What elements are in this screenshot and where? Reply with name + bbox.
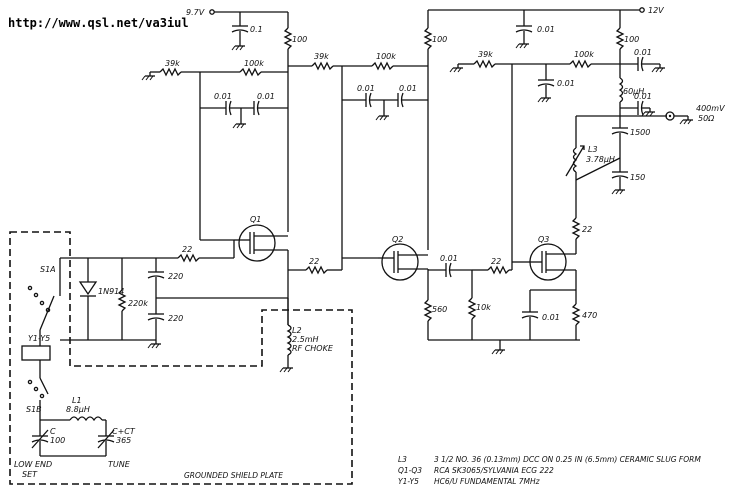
q3-drain-supply: 100 0.01 60µH 0.01	[615, 10, 666, 117]
inductor-l2: L2 2.5mH RF CHOKE	[279, 298, 334, 373]
label-c150: 150	[630, 173, 645, 182]
q2-to-q3-coupling: 0.01 10k 22	[428, 254, 512, 340]
decoupling-caps-q2: 0.01 0.01	[342, 84, 428, 121]
note-ref-3: Y1-Y5	[398, 477, 419, 486]
component-notes: L3 3 1/2 NO. 36 (0.13mm) DCC ON 0.25 IN …	[398, 455, 701, 486]
label-c001-a2: 0.01	[257, 92, 275, 101]
label-q1: Q1	[250, 215, 261, 224]
label-diode: 1N914	[98, 287, 124, 296]
note-text-1: 3 1/2 NO. 36 (0.13mm) DCC ON 0.25 IN (6.…	[434, 455, 701, 464]
label-q3: Q3	[538, 235, 549, 244]
note-text-3: HC6/U FUNDAMENTAL 7MHz	[434, 477, 541, 486]
resistor-top-100: 100	[283, 12, 307, 72]
label-r100k-a: 100k	[244, 59, 264, 68]
tuning-network: L1 8.8µH C 100 C+CT 365 LOW END SET TUNE	[14, 396, 136, 479]
label-r22-a: 22	[182, 245, 192, 254]
label-9v7: 9.7V	[186, 8, 205, 17]
label-12v: 12V	[648, 6, 664, 15]
label-c220-a: 220	[168, 272, 183, 281]
label-r100k-c: 100k	[574, 50, 594, 59]
label-r560: 560	[432, 305, 447, 314]
label-c-val: 100	[50, 436, 65, 445]
note-ref-1: L3	[398, 455, 407, 464]
label-cct-val: 365	[116, 436, 131, 445]
supply-9v7: 9.7V	[186, 8, 288, 17]
label-l2-name: L2	[292, 326, 302, 335]
label-low-end: LOW END	[14, 460, 52, 469]
decoupling-caps-q1: 0.01 0.01	[200, 92, 288, 129]
label-l3-name: L3	[588, 145, 598, 154]
label-r22-q3: 22	[582, 225, 592, 234]
label-c001-c1: 0.01	[557, 79, 575, 88]
transistor-q1: Q1	[234, 215, 288, 262]
label-r100-right: 100	[624, 35, 639, 44]
cap-top-0.1: 0.1	[231, 12, 263, 51]
label-l1-val: 8.8µH	[66, 405, 90, 414]
label-l3-val: 3.78µH	[586, 155, 615, 164]
label-c1500: 1500	[630, 128, 650, 137]
label-r-top: 100	[292, 35, 307, 44]
label-c220-b: 220	[168, 314, 183, 323]
label-cct-name: C+CT	[112, 427, 136, 436]
label-l2-desc: RF CHOKE	[292, 344, 334, 353]
label-s1a: S1A	[40, 265, 56, 274]
label-c001-c2: 0.01	[634, 48, 652, 57]
transistor-q2: Q2	[378, 235, 428, 281]
label-r39-c: 39k	[478, 50, 493, 59]
label-l2-val: 2.5mH	[292, 335, 319, 344]
label-c001-b1: 0.01	[357, 84, 375, 93]
label-r39-b: 39k	[314, 52, 329, 61]
label-s1b: S1B	[26, 405, 42, 414]
stage-q3-bias: 39k 100k 0.01	[449, 50, 620, 270]
q2-source-network: 560	[423, 269, 580, 341]
stage-q2-bias: 39k 100k	[288, 52, 428, 259]
label-r100-mid: 100	[432, 35, 447, 44]
label-l1-name: L1	[72, 396, 82, 405]
label-c001-a1: 0.01	[214, 92, 232, 101]
label-r10k: 10k	[476, 303, 491, 312]
q1-gate-network: 22 1N914 220k 220 220	[60, 240, 288, 349]
note-text-2: RCA SK3065/SYLVANIA ECG 222	[434, 466, 554, 475]
label-c001-d: 0.01	[440, 254, 458, 263]
transistor-q3: Q3	[526, 235, 576, 281]
label-c001-b2: 0.01	[399, 84, 417, 93]
label-set: SET	[22, 470, 38, 479]
label-r22-c: 22	[491, 257, 501, 266]
output-tank: 400mV 50Ω 1500 150 L3 3.78µH 22	[565, 104, 725, 254]
label-c001-c3: 0.01	[634, 92, 652, 101]
label-c-top: 0.1	[250, 25, 263, 34]
label-c001-mid: 0.01	[537, 25, 555, 34]
label-out-z: 50Ω	[698, 114, 715, 123]
label-shield: GROUNDED SHIELD PLATE	[184, 471, 283, 480]
shield-boundary	[9, 231, 353, 485]
label-q2: Q2	[392, 235, 403, 244]
label-r100k-b: 100k	[376, 52, 396, 61]
site-url: http://www.qsl.net/va3iul	[8, 16, 189, 30]
label-out-v: 400mV	[696, 104, 725, 113]
label-r220k: 220k	[128, 299, 148, 308]
q1-to-q2-coupling: 22	[288, 257, 343, 275]
label-tune: TUNE	[108, 460, 131, 469]
q3-source-network: 0.01 470	[491, 270, 597, 355]
supply-12v: 12V 100 0.01	[423, 6, 664, 250]
label-c-name: C	[50, 427, 56, 436]
label-l60: 60µH	[623, 87, 644, 96]
label-c001-e: 0.01	[542, 313, 560, 322]
label-r39-a: 39k	[165, 59, 180, 68]
label-r22-b: 22	[309, 257, 319, 266]
bias-divider-q1: 39k 100k	[141, 59, 288, 241]
label-xtal: Y1-Y5	[28, 334, 50, 343]
label-r470: 470	[582, 311, 597, 320]
crystal-switch: S1A Y1-Y5 S1B	[21, 258, 61, 420]
note-ref-2: Q1-Q3	[398, 466, 422, 475]
